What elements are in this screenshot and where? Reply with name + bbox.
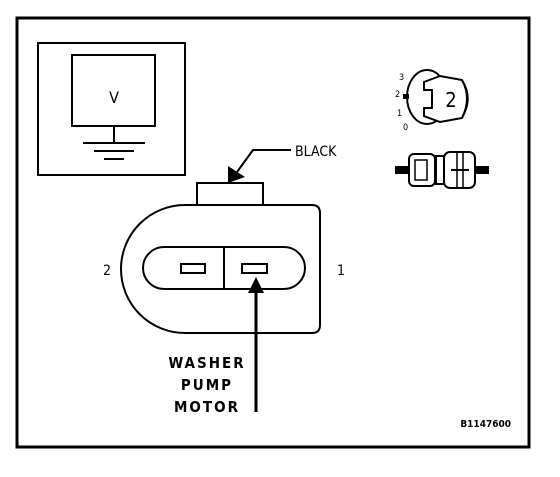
outer-frame [15,16,531,449]
lead-left [395,166,409,174]
component-pointer-arrowhead [248,277,264,293]
component-label-line-1: WASHER [168,354,245,372]
wire-color-callout: BLACK [228,144,337,183]
inset-frame [37,42,186,176]
key-position-0: 0 [403,123,408,133]
lead-right [475,166,489,174]
key-position-2: 2 [395,90,400,100]
voltmeter-inset: V [37,42,186,176]
key-position-1: 1 [397,109,402,119]
component-label-line-2: PUMP [181,376,233,394]
voltmeter-symbol: V [109,88,119,107]
connector-side-icon [395,151,489,189]
key-current-position: 2 [445,88,456,112]
key-position-3: 3 [399,73,404,83]
terminal-pin-2 [180,263,206,274]
key-position-marker [403,94,409,99]
pin-label-2: 2 [103,263,111,279]
figure-id: B1147600 [460,419,511,430]
component-label-line-3: MOTOR [174,398,240,416]
key-switch-icon: 3 2 1 0 2 [395,69,469,133]
wire-color-label: BLACK [295,144,337,160]
callout-leader [236,149,291,173]
connector-latch [196,182,264,207]
terminal-pin-1 [241,263,268,274]
connector-front-view: 2 1 [103,182,345,334]
callout-arrowhead [228,166,245,183]
pin-label-1: 1 [337,263,345,279]
component-callout: WASHER PUMP MOTOR [168,277,264,416]
